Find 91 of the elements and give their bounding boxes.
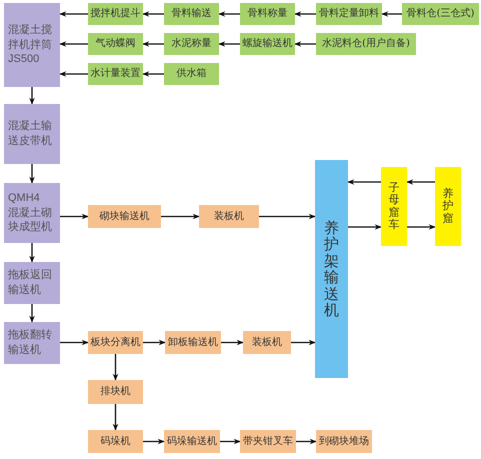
- node-label: 到砌块堆场: [319, 434, 369, 448]
- process-box: [164, 430, 220, 453]
- process-box: [315, 160, 348, 378]
- process-box: [4, 3, 60, 87]
- process-box: [4, 262, 60, 304]
- process-box: [240, 3, 295, 25]
- process-box: [316, 3, 382, 25]
- arrow: [406, 179, 435, 185]
- node-label: 骨料输送: [172, 7, 212, 21]
- node-label: 排块机: [100, 385, 130, 399]
- process-box: [88, 63, 143, 85]
- process-box: [243, 331, 291, 354]
- arrow: [59, 41, 88, 47]
- node-label: 装板机: [214, 210, 244, 224]
- node-label: 骨料称量: [248, 7, 288, 21]
- arrow: [161, 214, 200, 220]
- process-box: [88, 380, 143, 404]
- process-box: [164, 33, 219, 55]
- node-label: 供水箱: [176, 67, 206, 81]
- arrow: [348, 224, 382, 230]
- node-label: 砌块输送机: [100, 210, 150, 224]
- node-label: 气动蝶阀: [96, 37, 136, 51]
- arrow: [143, 340, 166, 346]
- arrow: [218, 11, 240, 17]
- node-label: 卸板输送机: [168, 336, 218, 350]
- node-label: 混凝土砌块成型机: [8, 206, 53, 236]
- node-label: 板块分离机: [90, 336, 140, 350]
- process-box: [88, 33, 143, 55]
- process-box: [199, 205, 259, 228]
- process-box: [4, 104, 60, 164]
- node-label: 螺旋输送机: [242, 37, 292, 51]
- node-label: QMH4: [8, 190, 40, 206]
- node-label: 搅拌机提斗: [90, 7, 140, 21]
- arrow: [142, 41, 164, 47]
- arrow: [142, 71, 164, 77]
- arrow: [381, 11, 402, 17]
- arrow: [347, 179, 381, 185]
- arrow: [112, 404, 118, 431]
- node-label: 带夹钳叉车: [243, 434, 293, 448]
- process-box: [164, 63, 219, 85]
- process-box: [4, 322, 60, 364]
- process-box: [165, 331, 221, 354]
- arrow: [59, 11, 88, 17]
- process-box: [240, 430, 296, 453]
- process-box: [4, 183, 60, 243]
- node-label: 水泥称量: [172, 37, 212, 51]
- arrow: [112, 354, 118, 381]
- node-label: 水泥料仓(用户自备): [322, 37, 410, 51]
- process-box: [88, 205, 161, 228]
- arrow: [29, 243, 35, 263]
- process-box: [88, 331, 143, 354]
- arrow: [218, 41, 240, 47]
- node-label: 骨料仓(三仓式): [406, 7, 474, 21]
- arrow: [59, 71, 88, 77]
- arrow: [60, 214, 89, 220]
- process-box: [316, 430, 372, 453]
- node-label: JS500: [8, 52, 40, 68]
- arrow: [221, 340, 244, 346]
- node-label: 养护架输送机: [324, 220, 339, 318]
- process-box: [88, 3, 143, 25]
- arrow: [220, 438, 241, 444]
- process-box: [240, 33, 295, 55]
- arrow: [291, 340, 316, 346]
- node-label: 拖板翻转输送机: [8, 328, 53, 358]
- arrow: [294, 11, 316, 17]
- node-label: 子母窟车: [388, 182, 400, 231]
- arrow: [296, 438, 317, 444]
- process-box: [88, 430, 143, 453]
- node-label: 混凝土输送皮带机: [8, 119, 53, 149]
- arrow: [29, 87, 35, 105]
- node-label: 码垛输送机: [167, 434, 217, 448]
- arrow: [29, 164, 35, 184]
- arrow: [29, 304, 35, 323]
- process-box: [316, 33, 416, 55]
- process-box: [435, 167, 461, 246]
- arrow: [259, 214, 316, 220]
- process-box: [381, 167, 407, 246]
- arrow: [294, 41, 316, 47]
- arrow: [60, 340, 89, 346]
- node-label: 拖板返回输送机: [8, 268, 53, 298]
- node-label: 码垛机: [100, 434, 130, 448]
- node-label: 水计量装置: [90, 67, 140, 81]
- process-box: [164, 3, 219, 25]
- arrow: [142, 11, 164, 17]
- node-label: 养护窟: [442, 188, 454, 225]
- node-label: 混凝土搅拌机拌筒: [8, 22, 53, 52]
- node-label: 骨料定量卸料: [319, 7, 379, 21]
- arrow: [407, 224, 436, 230]
- process-box: [402, 3, 479, 25]
- node-label: 装板机: [252, 336, 282, 350]
- arrow: [143, 438, 165, 444]
